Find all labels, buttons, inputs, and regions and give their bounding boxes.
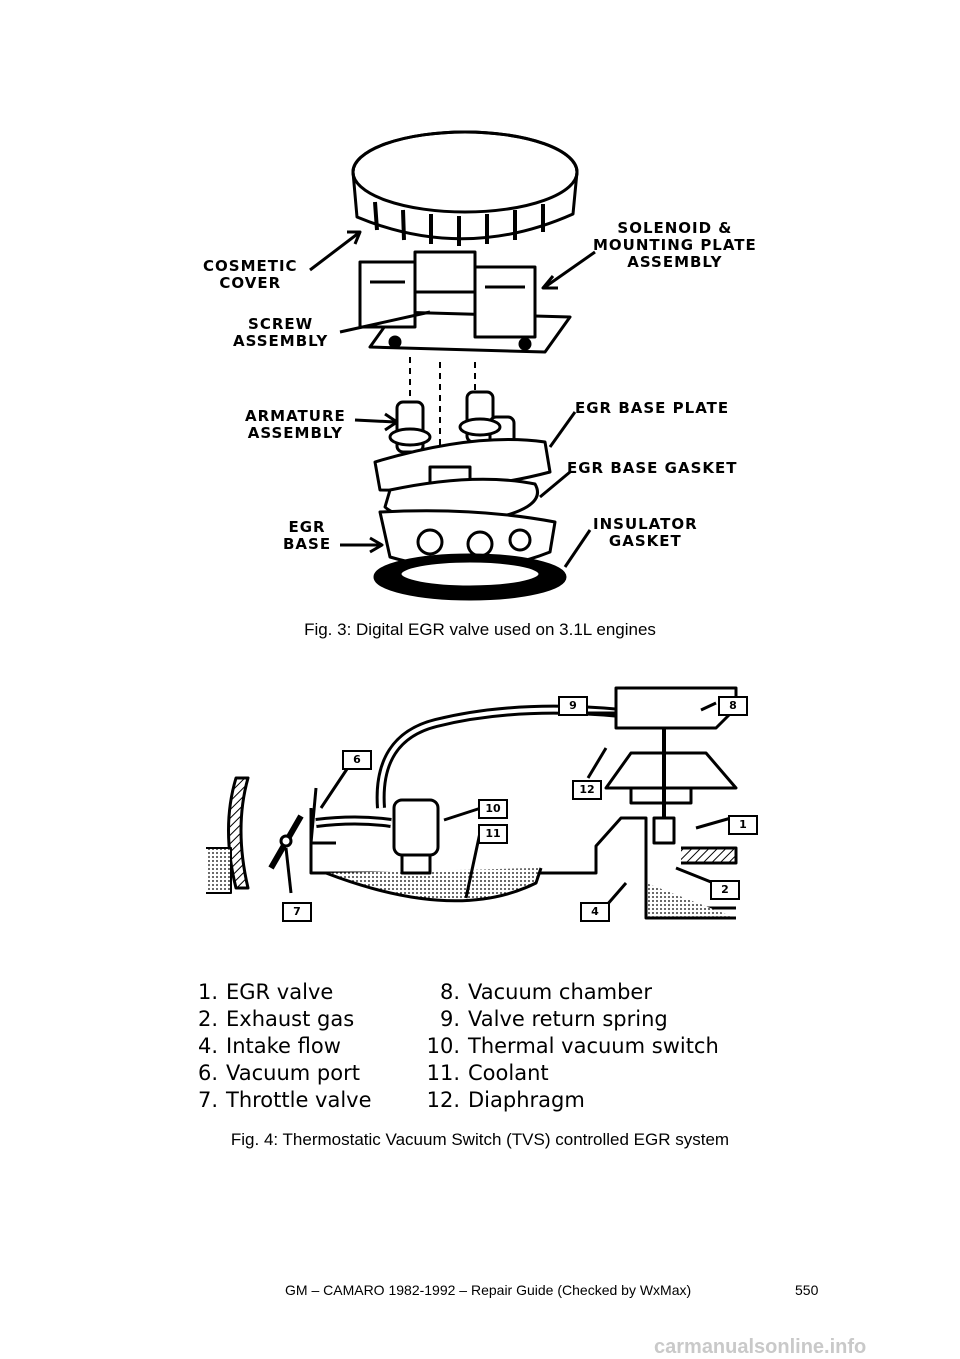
watermark-logo: carmanualsonline.info (654, 1336, 867, 1358)
legend-item: 8. Vacuum chamber (414, 980, 652, 1004)
label-line: GASKET (608, 532, 682, 550)
callout-8: 8 (718, 696, 748, 716)
legend-text: Valve return spring (468, 1007, 668, 1031)
figure-3-caption: Fig. 3: Digital EGR valve used on 3.1L e… (304, 620, 656, 639)
callout-10: 10 (478, 799, 508, 819)
label-line: MOUNTING PLATE (593, 236, 757, 254)
callout-12: 12 (572, 780, 602, 800)
label-armature-assembly: ARMATURE ASSEMBLY (245, 408, 346, 442)
label-solenoid-mounting-plate: SOLENOID & MOUNTING PLATE ASSEMBLY (593, 220, 757, 271)
callout-4: 4 (580, 902, 610, 922)
label-screw-assembly: SCREW ASSEMBLY (233, 316, 328, 350)
legend-item: 12. Diaphragm (414, 1088, 585, 1112)
label-egr-base-gasket: EGR BASE GASKET (567, 459, 738, 477)
legend-number: 10. (426, 1034, 460, 1058)
legend-text: Vacuum chamber (468, 980, 652, 1004)
label-line: SCREW (248, 315, 314, 333)
legend-text: Thermal vacuum switch (468, 1034, 719, 1058)
label-line: ARMATURE (245, 407, 346, 425)
label-line: COSMETIC (203, 257, 298, 275)
legend-item: 2. Exhaust gas (172, 1007, 354, 1031)
legend-item: 9. Valve return spring (414, 1007, 668, 1031)
legend-text: Intake flow (226, 1034, 341, 1058)
figure-4-caption: Fig. 4: Thermostatic Vacuum Switch (TVS)… (230, 1130, 730, 1149)
legend-number: 11. (426, 1061, 460, 1085)
legend-item: 6. Vacuum port (172, 1061, 360, 1085)
legend-number: 7. (197, 1088, 218, 1112)
legend-number: 9. (439, 1007, 460, 1031)
label-line: COVER (219, 274, 282, 292)
legend-text: Throttle valve (226, 1088, 372, 1112)
callout-2: 2 (710, 880, 740, 900)
tvs-egr-system-drawing (206, 686, 738, 920)
egr-valve-exploded-drawing (309, 130, 596, 601)
legend-item: 11. Coolant (414, 1061, 549, 1085)
callout-9: 9 (558, 696, 588, 716)
legend-item: 1. EGR valve (172, 980, 333, 1004)
figure-4-illustration: 9 8 6 12 10 11 1 7 4 2 1. EGR valve 2. Exh… (176, 668, 782, 1128)
label-line: BASE (283, 535, 332, 553)
label-egr-base-plate: EGR BASE PLATE (575, 399, 730, 417)
legend-text: Exhaust gas (226, 1007, 355, 1031)
legend-text: Coolant (468, 1061, 549, 1085)
legend-text: Diaphragm (468, 1088, 585, 1112)
label-line: SOLENOID & (617, 219, 733, 237)
legend-number: 8. (439, 980, 460, 1004)
callout-1: 1 (728, 815, 758, 835)
legend-text: EGR valve (226, 980, 334, 1004)
legend-number: 4. (197, 1034, 218, 1058)
label-insulator-gasket: INSULATOR GASKET (593, 516, 698, 550)
label-line: ASSEMBLY (627, 253, 723, 271)
label-cosmetic-cover: COSMETIC COVER (203, 258, 298, 292)
label-line: INSULATOR (593, 515, 698, 533)
callout-7: 7 (282, 902, 312, 922)
legend-item: 4. Intake flow (172, 1034, 341, 1058)
label-line: ASSEMBLY (247, 424, 343, 442)
legend-number: 2. (197, 1007, 218, 1031)
callout-6: 6 (342, 750, 372, 770)
figure-3-illustration: COSMETIC COVER SOLENOID & MOUNTING PLATE… (175, 112, 775, 612)
legend-item: 10. Thermal vacuum switch (414, 1034, 719, 1058)
page-number: 550 (795, 1282, 819, 1298)
legend-number: 12. (426, 1088, 460, 1112)
callout-11: 11 (478, 824, 508, 844)
legend-number: 6. (197, 1061, 218, 1085)
label-egr-base: EGR BASE (283, 519, 331, 553)
legend-item: 7. Throttle valve (172, 1088, 372, 1112)
footer-title: GM – CAMARO 1982-1992 – Repair Guide (Ch… (285, 1282, 692, 1298)
label-line: EGR (288, 518, 326, 536)
label-line: ASSEMBLY (233, 332, 329, 350)
legend-number: 1. (197, 980, 218, 1004)
legend-text: Vacuum port (226, 1061, 360, 1085)
